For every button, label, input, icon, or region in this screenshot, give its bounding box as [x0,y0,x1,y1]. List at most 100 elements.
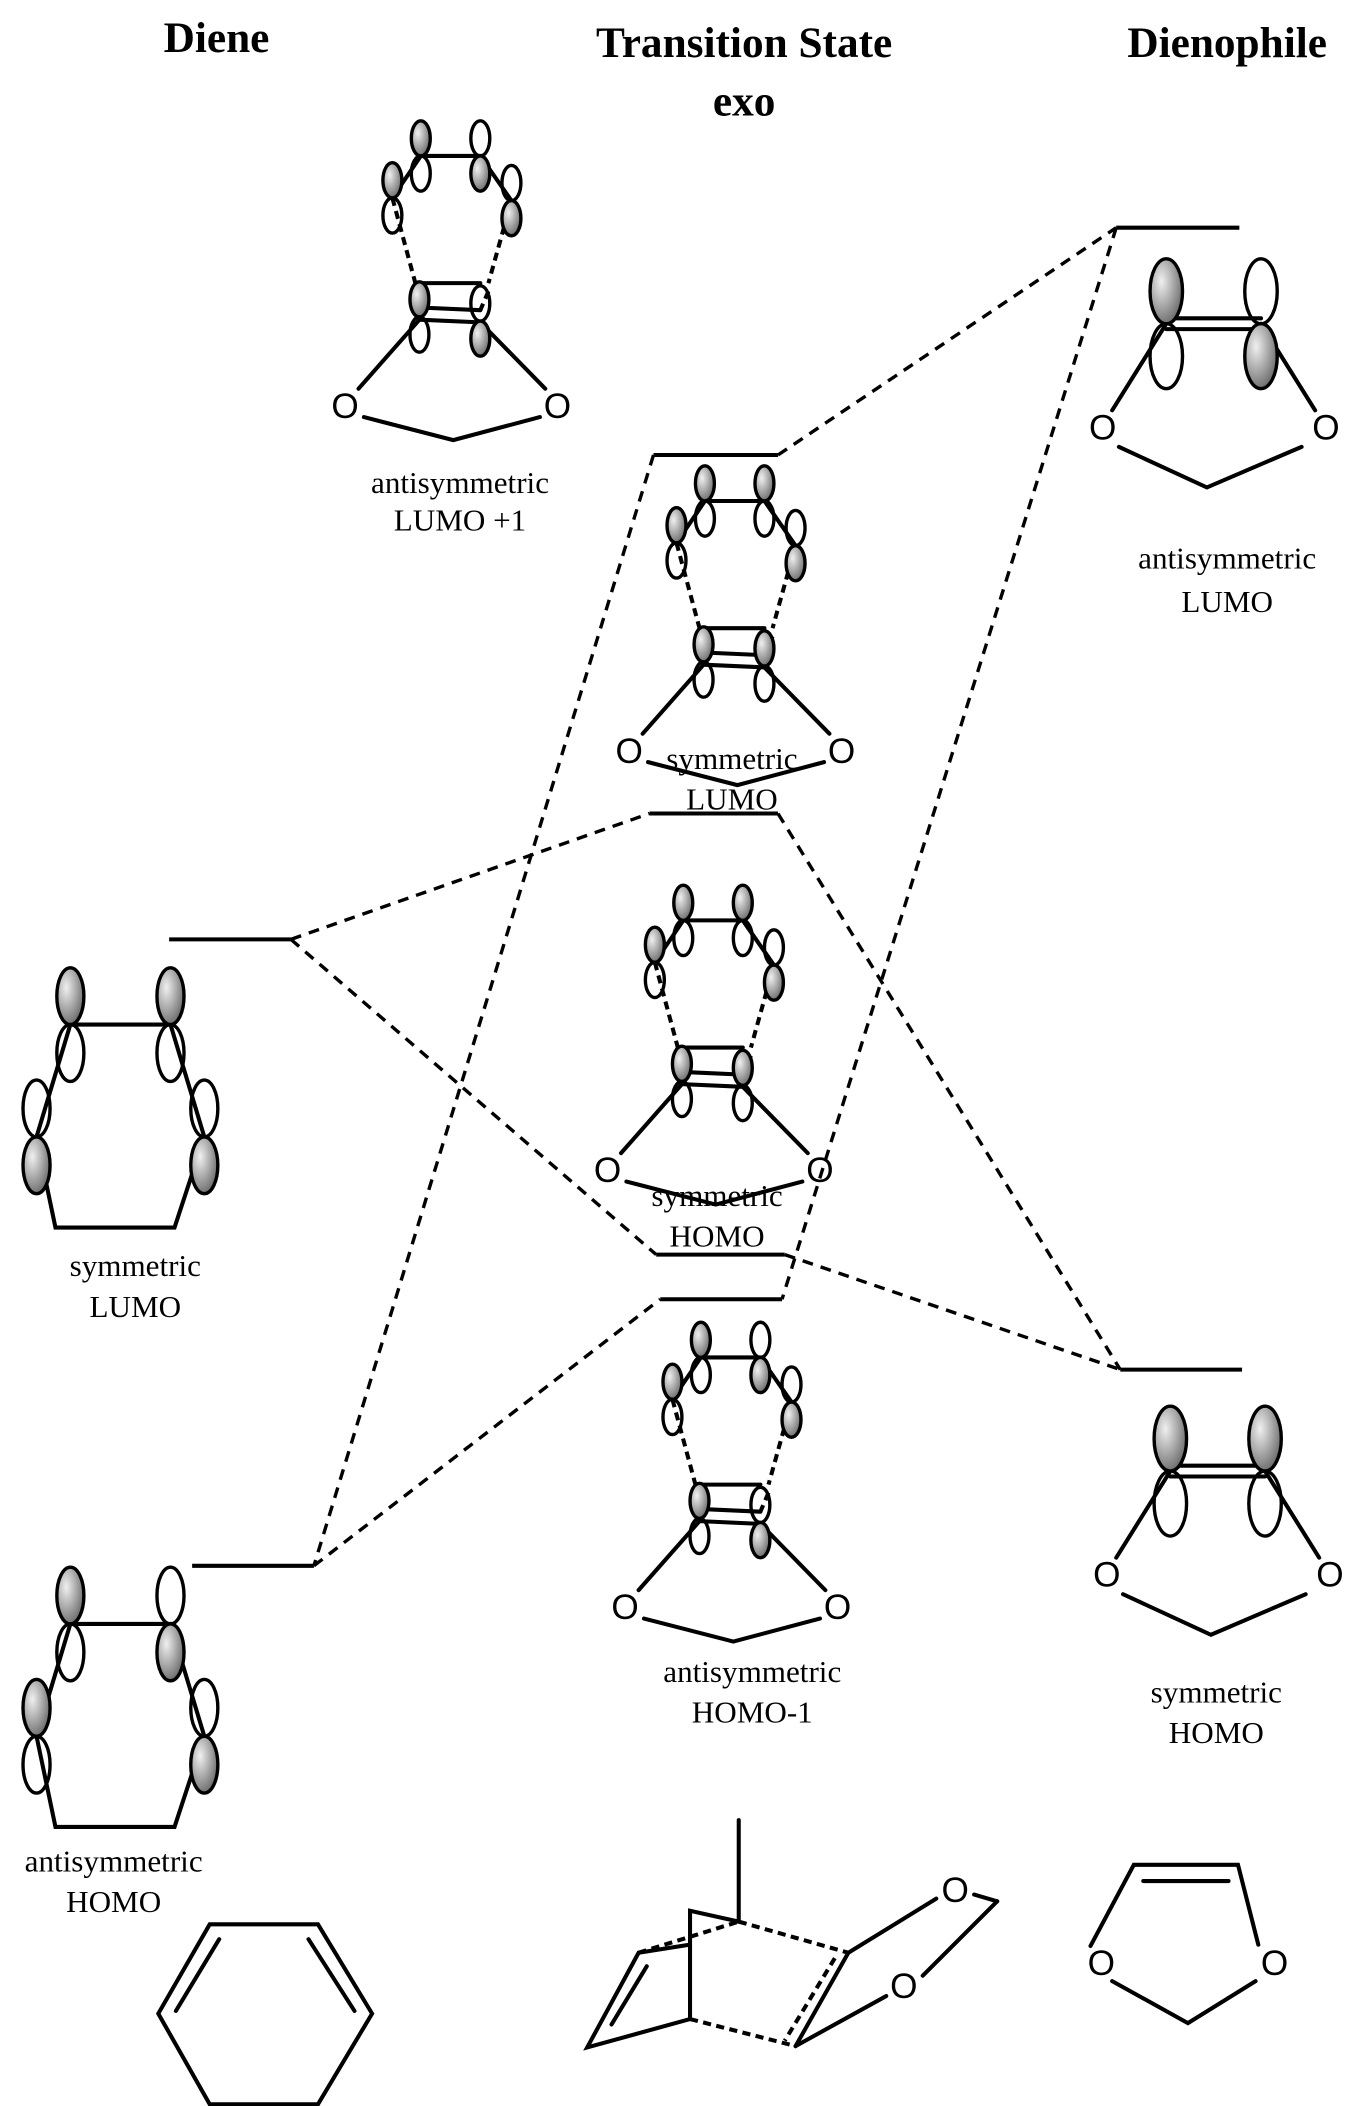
orbital-lobe [1247,1469,1283,1538]
orbital-lobe [643,960,667,1000]
ring-bonds [390,153,514,203]
orbital-lobe [55,1565,86,1626]
orbital-lobe [55,1622,86,1683]
orbital-lobe [731,883,754,923]
orbital-lobe [55,1022,86,1084]
partial-bond [652,961,680,1049]
correlation-line [312,454,656,1567]
correlation-line [289,938,658,1256]
double-bond [679,1082,745,1089]
atom-oxygen: O [544,387,571,426]
atom-oxygen: O [1088,1944,1115,1983]
orbital-lobe [661,1397,684,1437]
orbital-lobe [749,1320,772,1360]
bridge-bonds [688,1818,741,2022]
orbital-lobe [672,883,695,923]
transition-state-structure: O O [583,1818,1000,2051]
label-ts-homo-minus1-symmetry: antisymmetric [663,1654,841,1689]
orbital-lobe [688,1481,711,1521]
correlation-line [777,226,1118,457]
ring-bonds [34,1134,207,1230]
double-bond [306,1937,357,2013]
co-bond [1114,1469,1173,1560]
orbital-lobe [731,1083,754,1123]
orbital-lobe [670,1079,694,1119]
partial-bond [638,1919,740,1955]
label-dienophile-homo-name: HOMO [1169,1715,1264,1750]
label-ts-homo-minus1-name: HOMO-1 [692,1695,813,1730]
orbital-lobe [155,966,186,1027]
header-transition-state: Transition State [596,19,892,67]
orbital-lobe [500,198,523,238]
atom-oxygen: O [942,1871,969,1910]
orbital-lobe [1148,257,1185,326]
orbital-lobe [381,196,404,235]
diene-bonds [34,1621,207,1739]
orbital-lobe [469,284,492,323]
co-bond [478,320,548,391]
cc-bond [793,1950,851,2049]
correlation-line [780,227,1118,1300]
orbital-lobe [469,319,492,358]
orbital-lobe [469,119,492,158]
double-bond [173,1937,222,2013]
orbital-lobe [189,1734,220,1795]
orbital-lobe [408,315,431,354]
atom-oxygen: O [824,1588,851,1627]
atom-oxygen: O [1093,1556,1120,1595]
ch2-bonds [646,760,827,788]
orbital-lobe [189,1135,220,1196]
correlation-lines [289,226,1122,1568]
atom-oxygen: O [594,1151,621,1190]
co-bond [846,1896,939,1955]
ch2-bonds [624,1179,805,1207]
cyclohexadiene-structure [155,1922,375,2106]
orbital-lobe [749,1355,772,1395]
atom-oxygen: O [1312,408,1339,447]
orbital-lobe [408,280,431,319]
label-diene-lumo-name: LUMO [89,1289,181,1324]
orbital-lobe [780,1365,803,1404]
orbital-labels: antisymmetric LUMO +1 symmetric LUMO sym… [25,465,1316,1919]
orbital-lobe [21,1734,52,1795]
ch2-bonds [361,415,542,443]
label-dienophile-lumo-name: LUMO [1181,584,1273,619]
double-bond [697,1519,763,1526]
orbital-lobe [731,918,754,958]
orbital-lobe [672,918,695,958]
orbital-lobe [21,1135,52,1196]
header-exo: exo [713,77,776,125]
orbital-lobe [661,1362,684,1402]
label-ts-homo-name: HOMO [670,1218,765,1253]
orbital-lobe [692,660,715,699]
correlation-line [776,812,1122,1371]
orbital-lobe [500,163,523,203]
ring-bonds [583,1942,693,2051]
header-dienophile: Dienophile [1127,19,1327,67]
orbital-lobe [731,1048,754,1088]
orbital-lobe [1243,257,1279,326]
label-diene-homo-name: HOMO [66,1884,161,1919]
orbital-lobe [381,161,404,200]
orbital-lobe [780,1400,803,1439]
double-bond [417,317,483,325]
diene-bonds [34,1022,207,1139]
orbital-lobe [762,928,786,967]
dioxole-structure: O O [1088,1862,1288,2026]
orbital-lobe [692,625,715,664]
co-bond [740,1084,810,1156]
diene-homo-molecule [21,1565,220,1829]
orbital-lobe [784,508,807,548]
orbital-lobe [753,664,776,703]
partial-bond [783,1957,837,2042]
atom-oxygen: O [1261,1944,1288,1983]
atom-oxygen: O [1316,1556,1343,1595]
orbital-lobe [693,464,717,503]
orbital-lobe [1247,1404,1283,1473]
orbital-lobe [665,506,688,545]
double-bond [701,662,767,670]
forming-bond [689,2017,797,2049]
